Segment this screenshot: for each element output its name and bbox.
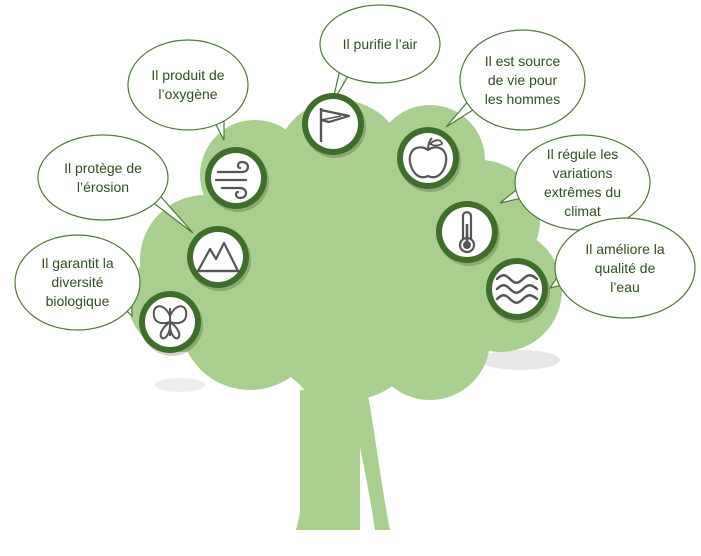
tree-trunk [255, 345, 425, 530]
butterfly-icon [152, 305, 188, 340]
bubble-fill-water [556, 219, 694, 317]
medallion-biodiversity [139, 291, 203, 356]
wind-icon [214, 160, 250, 200]
bubble-fill-climate [516, 136, 649, 229]
benefit-label-air: Il purifie l’air [342, 35, 418, 52]
bubble-tail-life [445, 100, 474, 128]
bubble-fill-biodiversity [16, 236, 139, 329]
bubble-fill-life [461, 31, 584, 129]
medallion-oxygen [205, 147, 269, 212]
flag-icon [319, 108, 351, 142]
bubble-outlines [14, 4, 696, 331]
bubble-tail-erosion [153, 194, 194, 234]
bubble-tail-climate [499, 188, 521, 204]
bubble-fill-oxygen [129, 41, 247, 129]
thermometer-icon [458, 211, 476, 254]
medallion-life [397, 127, 461, 192]
benefit-label-life: Il est source de vie pour les hommes [484, 52, 561, 107]
benefit-label-climate: Il régule les variations extrêmes du cli… [543, 145, 622, 219]
benefit-label-biodiversity: Il garantit la diversité biologique [41, 255, 114, 309]
apple-icon [408, 137, 448, 179]
benefit-label-water: Il améliore la qualité de l’eau [585, 240, 665, 295]
medallion-water [486, 258, 550, 323]
bubble-fill-air [321, 6, 439, 82]
waves-icon [495, 274, 539, 304]
medallion-erosion [187, 226, 251, 291]
benefit-label-erosion: Il protège de l’érosion [64, 159, 142, 195]
medallion-climate [436, 201, 500, 266]
benefit-icons [139, 93, 550, 356]
benefit-label-oxygen: Il produit de l’oxygène [151, 67, 225, 102]
medallion-air [302, 93, 366, 158]
mountains-icon [196, 241, 240, 273]
bubble-fill-erosion [39, 136, 167, 219]
